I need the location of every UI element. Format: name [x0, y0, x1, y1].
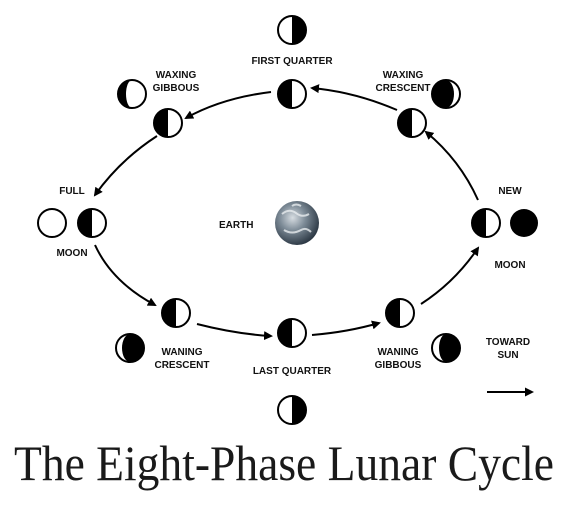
label-new-moon: NEW	[498, 186, 522, 197]
label-full-moon-line2: MOON	[56, 248, 87, 259]
earth	[275, 201, 319, 245]
orbit-moon-waxing-crescent	[398, 109, 426, 137]
orbit-moon-waning-gibbous	[386, 299, 414, 327]
earth-label: EARTH	[219, 220, 253, 231]
orbit-arrow-first-quarter-to-waxing-gibbous	[186, 92, 271, 118]
appearance-last-quarter	[278, 396, 306, 424]
appearance-new-moon	[510, 209, 538, 237]
appearance-full-moon	[38, 209, 66, 237]
label-first-quarter: FIRST QUARTER	[251, 56, 333, 67]
orbit-moon-last-quarter	[278, 319, 306, 347]
orbit-arrow-waxing-gibbous-to-full-moon	[95, 136, 157, 195]
appearance-waxing-gibbous	[118, 80, 146, 108]
orbit-arrow-full-moon-to-waning-crescent	[95, 245, 155, 305]
label-last-quarter: LAST QUARTER	[253, 366, 332, 377]
appearance-waxing-crescent	[432, 80, 460, 108]
appearance-first-quarter	[278, 16, 306, 44]
orbit-arrow-waning-crescent-to-last-quarter	[197, 324, 271, 336]
orbit-arrow-new-moon-to-waxing-crescent	[426, 132, 478, 200]
orbit-moon-first-quarter	[278, 80, 306, 108]
label-full-moon: FULL	[59, 186, 85, 197]
appearance-waning-crescent	[116, 334, 144, 362]
orbit-moon-waxing-gibbous	[154, 109, 182, 137]
orbit-arrow-waning-gibbous-to-new-moon	[421, 248, 478, 304]
orbit-moon-new	[472, 209, 500, 237]
orbit-arrow-last-quarter-to-waning-gibbous	[312, 323, 379, 335]
orbit-moon-waning-crescent	[162, 299, 190, 327]
orbit-moon-full	[78, 209, 106, 237]
diagram-title: The Eight-Phase Lunar Cycle	[14, 435, 554, 491]
label-new-moon-line2: MOON	[494, 260, 525, 271]
appearance-waning-gibbous	[432, 334, 460, 362]
earth-globe	[275, 201, 319, 245]
